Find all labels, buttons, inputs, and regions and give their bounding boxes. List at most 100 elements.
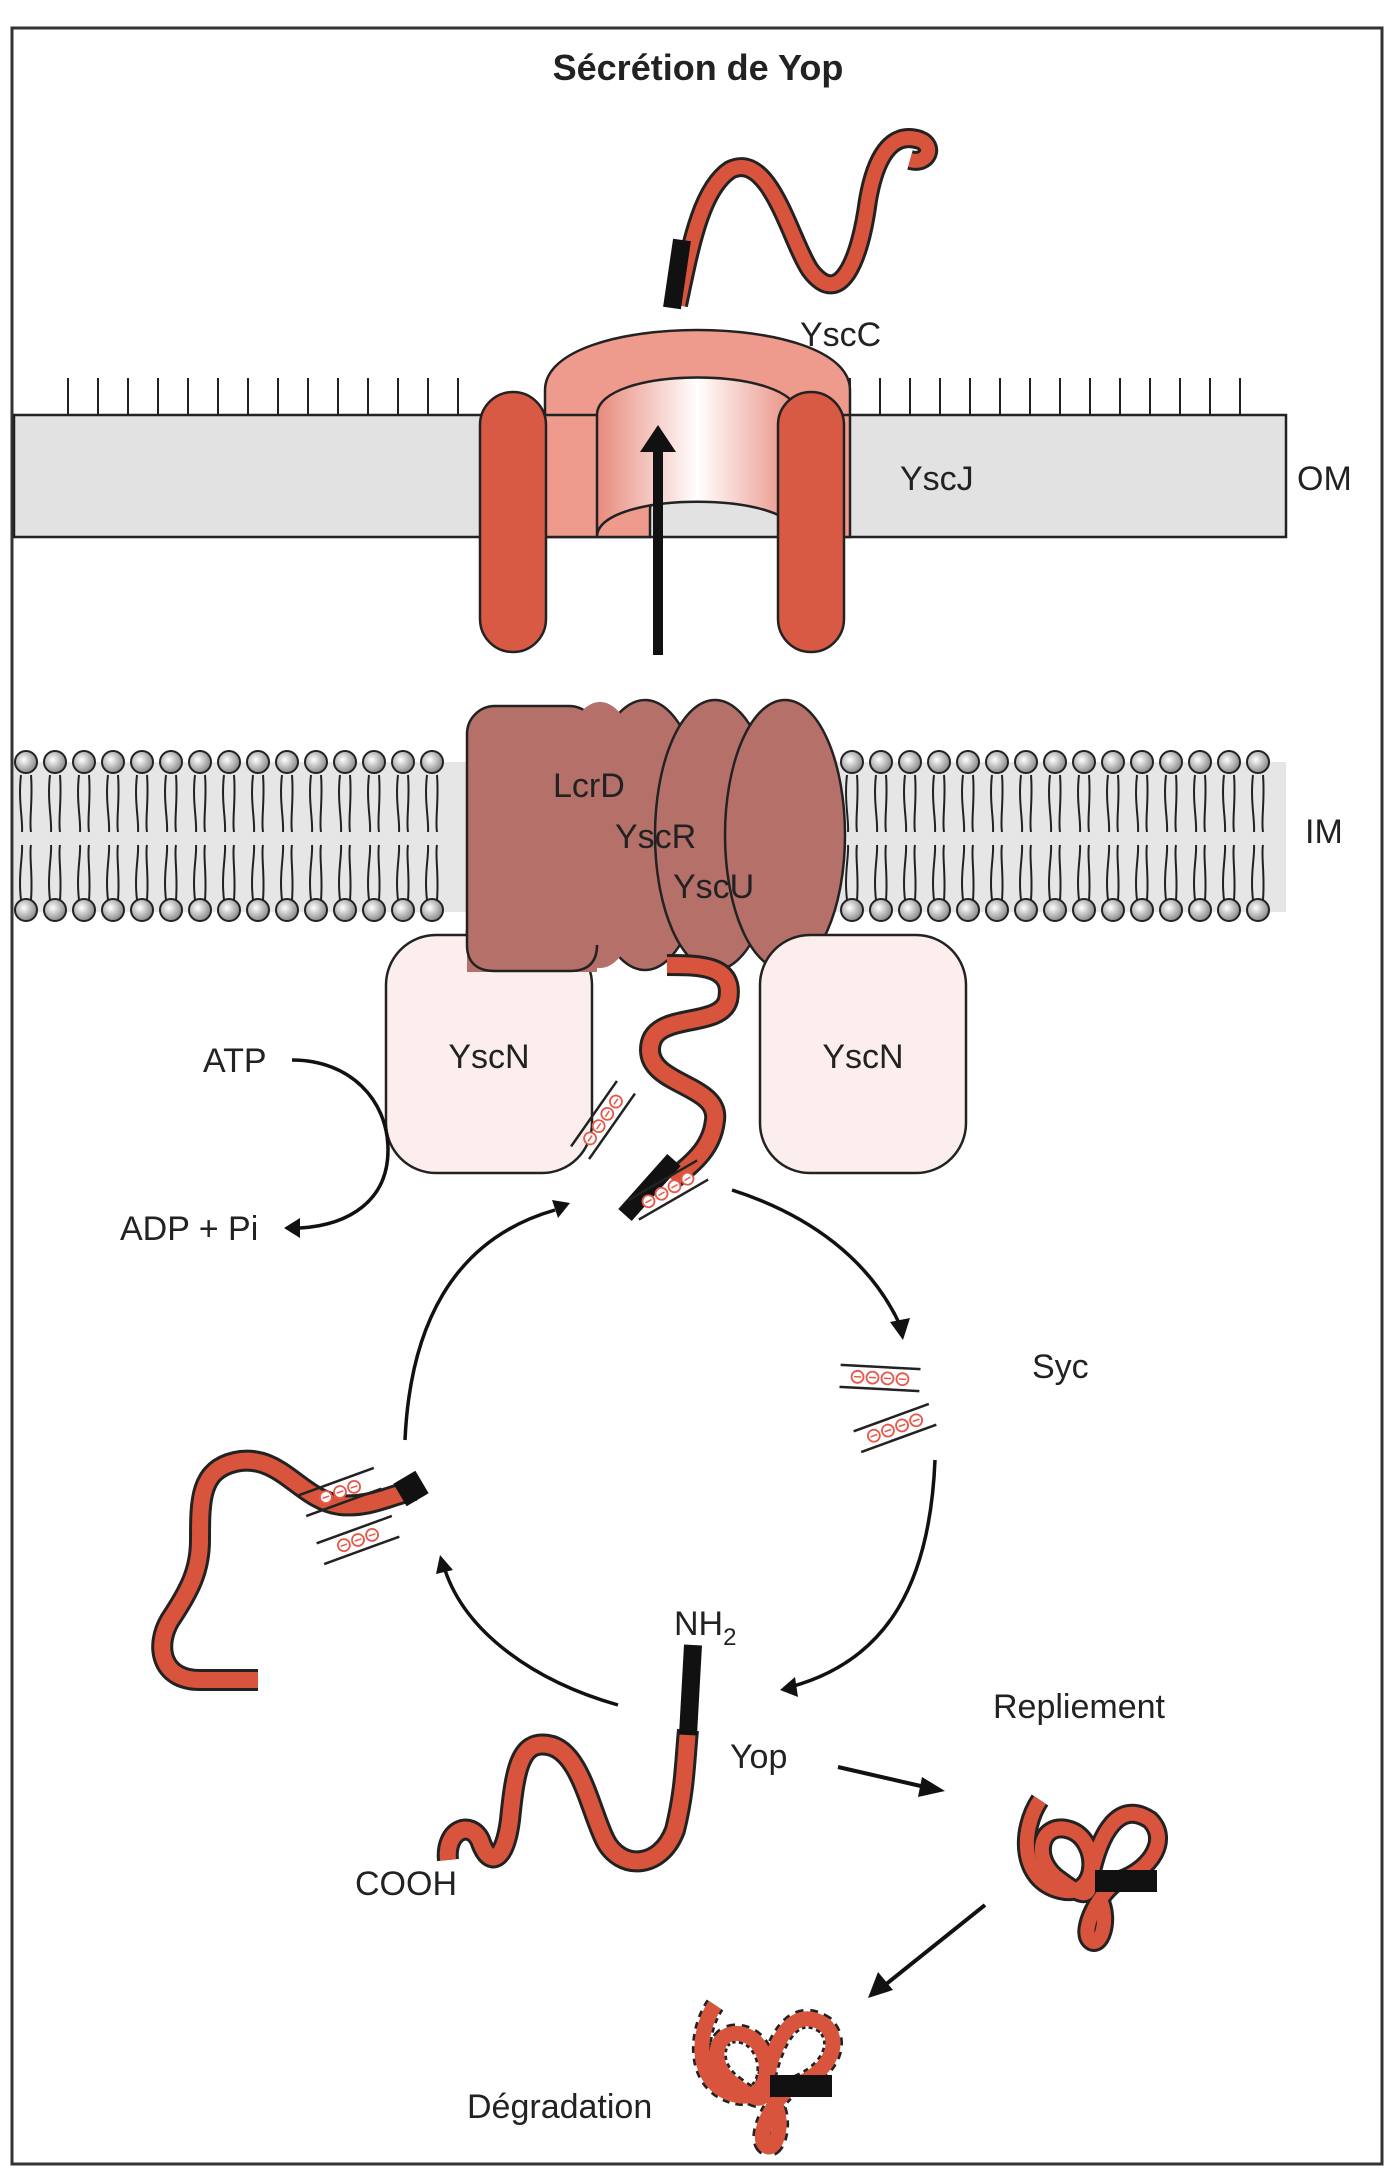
phospholipid bbox=[217, 750, 241, 922]
phospholipid bbox=[304, 750, 328, 922]
label-degradation: Dégradation bbox=[467, 2088, 652, 2126]
lipid-head bbox=[333, 750, 357, 774]
phospholipid bbox=[130, 750, 154, 922]
lipid-head bbox=[72, 898, 96, 922]
label-cooh: COOH bbox=[355, 1865, 457, 1903]
label-nh2: NH2 bbox=[674, 1605, 736, 1651]
lipid-head bbox=[927, 750, 951, 774]
lipid-head bbox=[14, 750, 38, 774]
phospholipid bbox=[840, 750, 864, 922]
lipid-head bbox=[362, 898, 386, 922]
phospholipid bbox=[1130, 750, 1154, 922]
lipid-head bbox=[956, 750, 980, 774]
free-yop bbox=[436, 1644, 702, 1873]
label-syc: Syc bbox=[1032, 1348, 1089, 1386]
free-yop-signal-tag bbox=[679, 1644, 702, 1736]
label-yscc: YscC bbox=[800, 316, 881, 354]
lipid-head bbox=[1217, 898, 1241, 922]
im-phospholipids bbox=[14, 750, 1270, 922]
lipid-head bbox=[333, 898, 357, 922]
phospholipid bbox=[956, 750, 980, 922]
degraded-yop bbox=[691, 1999, 843, 2157]
phospholipid bbox=[1246, 750, 1270, 922]
lipid-head bbox=[159, 898, 183, 922]
lipid-head bbox=[246, 750, 270, 774]
lipid-head bbox=[1188, 898, 1212, 922]
lipid-head bbox=[869, 750, 893, 774]
phospholipid bbox=[1072, 750, 1096, 922]
lipid-head bbox=[1014, 750, 1038, 774]
phospholipid bbox=[72, 750, 96, 922]
label-yscn-right: YscN bbox=[822, 1038, 903, 1076]
label-yop: Yop bbox=[730, 1738, 787, 1776]
lipid-head bbox=[420, 750, 444, 774]
syc-chaperone-left-upper bbox=[298, 1466, 382, 1518]
label-repliement: Repliement bbox=[993, 1688, 1166, 1726]
lipid-head bbox=[869, 898, 893, 922]
phospholipid bbox=[1043, 750, 1067, 922]
phospholipid bbox=[275, 750, 299, 922]
phospholipid bbox=[1159, 750, 1183, 922]
syc-chaperone-free-upper bbox=[839, 1363, 921, 1393]
label-om: OM bbox=[1297, 460, 1352, 498]
lipid-head bbox=[304, 750, 328, 774]
lipid-head bbox=[130, 898, 154, 922]
yscc-left-subunit bbox=[478, 390, 548, 654]
label-im: IM bbox=[1305, 813, 1343, 851]
lipid-head bbox=[101, 750, 125, 774]
lipid-head bbox=[275, 898, 299, 922]
label-yscn-left: YscN bbox=[448, 1038, 529, 1076]
lipid-head bbox=[1043, 898, 1067, 922]
lipid-head bbox=[1217, 750, 1241, 774]
secreted-yop bbox=[663, 128, 938, 310]
phospholipid bbox=[333, 750, 357, 922]
degradation-arrow bbox=[883, 1903, 987, 1987]
lipid-head bbox=[1101, 898, 1125, 922]
lipid-head bbox=[1130, 750, 1154, 774]
lipid-head bbox=[1246, 898, 1270, 922]
lipid-head bbox=[1043, 750, 1067, 774]
lipid-head bbox=[840, 898, 864, 922]
lipid-head bbox=[362, 750, 386, 774]
phospholipid bbox=[927, 750, 951, 922]
lipid-head bbox=[391, 750, 415, 774]
label-yscj: YscJ bbox=[900, 460, 974, 498]
phospholipid bbox=[869, 750, 893, 922]
lipid-head bbox=[43, 750, 67, 774]
lipid-head bbox=[956, 898, 980, 922]
label-yscr: YscR bbox=[615, 818, 696, 856]
syc-chaperone-free-lower bbox=[853, 1402, 937, 1454]
lipid-head bbox=[72, 750, 96, 774]
lipid-head bbox=[275, 750, 299, 774]
lipid-head bbox=[188, 750, 212, 774]
lipid-head bbox=[188, 898, 212, 922]
label-lcrd: LcrD bbox=[553, 767, 625, 805]
lipid-head bbox=[1014, 898, 1038, 922]
atp-hydrolysis-arrow bbox=[291, 1058, 390, 1230]
label-yscu: YscU bbox=[673, 868, 754, 906]
lipid-head bbox=[1130, 898, 1154, 922]
lipid-head bbox=[1159, 898, 1183, 922]
lipid-head bbox=[159, 750, 183, 774]
lipid-head bbox=[14, 898, 38, 922]
lipid-head bbox=[130, 750, 154, 774]
phospholipid bbox=[188, 750, 212, 922]
lipid-head bbox=[1101, 750, 1125, 774]
cycle-arrows bbox=[403, 1188, 937, 1707]
lipid-head bbox=[898, 898, 922, 922]
phospholipid bbox=[101, 750, 125, 922]
lipid-head bbox=[985, 750, 1009, 774]
lipid-head bbox=[927, 898, 951, 922]
phospholipid bbox=[43, 750, 67, 922]
lipid-head bbox=[246, 898, 270, 922]
syc-chaperone-bound-lower bbox=[627, 1159, 709, 1221]
om-lipopolysaccharide-ticks bbox=[67, 378, 1241, 415]
phospholipid bbox=[985, 750, 1009, 922]
phospholipid bbox=[1014, 750, 1038, 922]
lipid-head bbox=[1159, 750, 1183, 774]
phospholipid bbox=[1188, 750, 1212, 922]
lipid-head bbox=[840, 750, 864, 774]
yscc-secretin bbox=[478, 328, 852, 654]
phospholipid bbox=[1217, 750, 1241, 922]
lipid-head bbox=[217, 898, 241, 922]
